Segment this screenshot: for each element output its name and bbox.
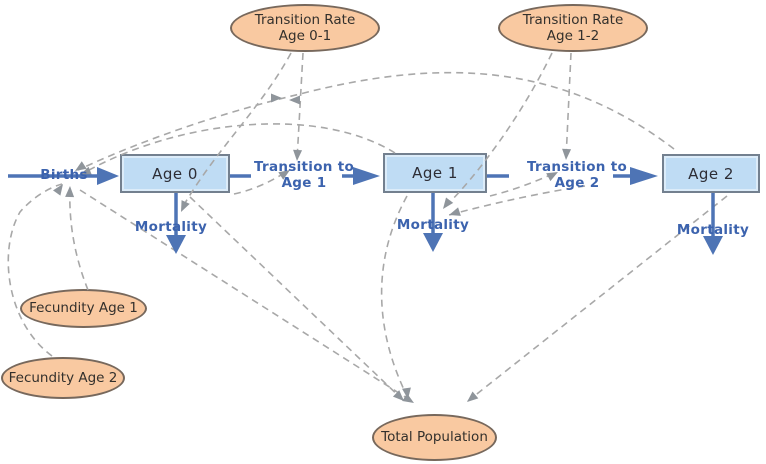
flow-mortality1-arrowhead — [423, 233, 443, 252]
flow-label-mortality-age-2[interactable]: Mortality — [676, 222, 750, 238]
variable-transition-rate-1-2[interactable]: Transition Rate Age 1-2 — [498, 4, 648, 52]
flow-label-mortality-age-0[interactable]: Mortality — [134, 219, 208, 235]
influence-fecundity2-births — [7, 183, 63, 357]
flow-mortality0-arrowhead — [166, 235, 186, 254]
stock-age-2-label: Age 2 — [688, 164, 734, 183]
flow-births-arrowhead — [97, 167, 119, 185]
influence-tr01-transition1 — [296, 52, 304, 161]
flow-label-mortality-age-1[interactable]: Mortality — [396, 217, 470, 233]
variable-fecundity-age-2-label: Fecundity Age 2 — [8, 369, 118, 386]
stock-age-1-label: Age 1 — [412, 164, 458, 182]
variable-fecundity-age-1-label: Fecundity Age 1 — [29, 300, 138, 317]
influence-age0-totalpop — [189, 196, 404, 401]
influence-links[interactable] — [7, 52, 728, 403]
variable-fecundity-age-2[interactable]: Fecundity Age 2 — [1, 357, 125, 399]
flow-label-births[interactable]: Births — [40, 167, 88, 183]
flow-label-transition-to-age-2[interactable]: Transition to Age 2 — [526, 159, 628, 191]
variable-transition-rate-1-2-label: Transition Rate Age 1-2 — [522, 11, 624, 44]
variable-fecundity-age-1[interactable]: Fecundity Age 1 — [20, 289, 147, 328]
stock-age-0-label: Age 0 — [152, 164, 198, 183]
influence-arrowheads — [53, 93, 572, 403]
influence-tr12-transition2 — [565, 52, 572, 160]
flow-label-transition-to-age-1[interactable]: Transition to Age 1 — [253, 159, 355, 191]
variable-total-population-label: Total Population — [381, 429, 488, 446]
stock-age-0[interactable]: Age 0 — [120, 154, 230, 193]
stock-age-2[interactable]: Age 2 — [662, 154, 760, 193]
influence-fecundity1-births — [69, 187, 89, 291]
flow-mortality2-arrowhead — [703, 236, 723, 255]
stock-age-1[interactable]: Age 1 — [383, 153, 487, 193]
variable-total-population[interactable]: Total Population — [372, 414, 497, 461]
variable-transition-rate-0-1-label: Transition Rate Age 0-1 — [254, 11, 356, 44]
variable-transition-rate-0-1[interactable]: Transition Rate Age 0-1 — [230, 4, 380, 52]
